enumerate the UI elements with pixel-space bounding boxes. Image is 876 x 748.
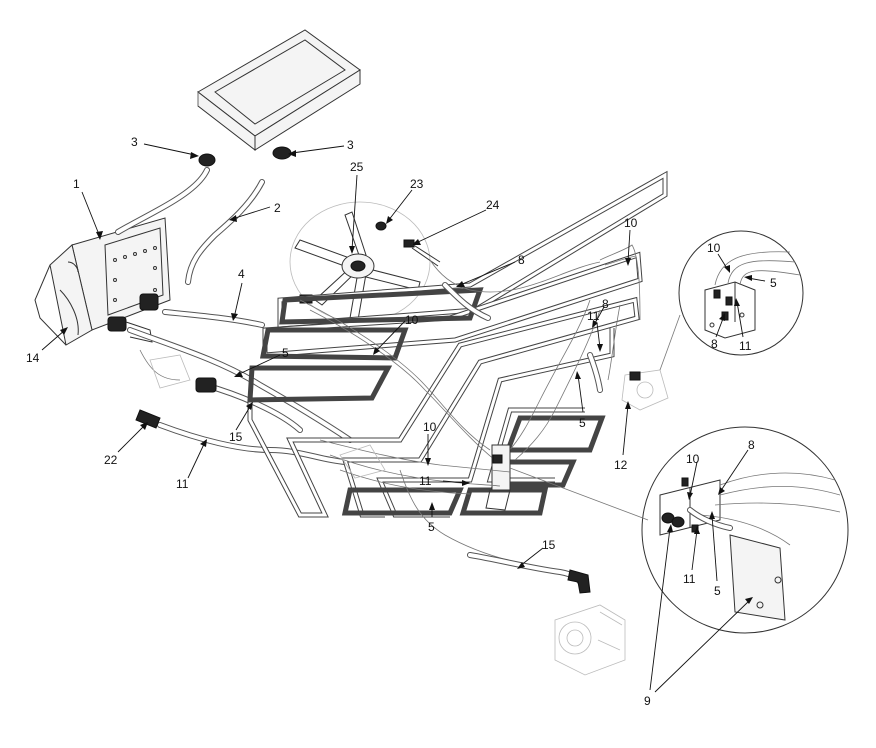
callout-11-upper-detail: 11 xyxy=(739,339,752,353)
hydraulic-tank xyxy=(34,217,171,346)
callout-12: 12 xyxy=(614,458,628,472)
callout-2: 2 xyxy=(274,201,281,215)
callout-3-right: 3 xyxy=(347,138,354,152)
callout-11-lower-detail: 11 xyxy=(683,572,696,586)
callout-5-lower-detail: 5 xyxy=(714,584,721,598)
callout-10-upper: 10 xyxy=(405,313,419,327)
callout-11-right-mid: 11 xyxy=(587,309,600,323)
detail-view-valve-block-upper xyxy=(659,230,804,371)
drive-motor xyxy=(621,369,669,411)
callout-labels: 1 2 3 3 4 5 5 5 5 5 5 8 8 8 8 9 10 10 10… xyxy=(26,135,777,708)
hose-assemblies-center xyxy=(149,244,669,676)
hydraulic-pump xyxy=(554,604,626,676)
detail-view-valve-block-lower xyxy=(509,426,849,634)
oil-cooler xyxy=(197,29,361,152)
cooler-hoses xyxy=(115,146,292,285)
leader-lines xyxy=(41,143,766,693)
hose-routing-outline xyxy=(247,170,668,518)
callout-1: 1 xyxy=(73,177,80,191)
callout-5-upper-detail: 5 xyxy=(770,276,777,290)
callout-24: 24 xyxy=(486,198,500,212)
callout-5-right-mid: 5 xyxy=(579,416,586,430)
callout-3-left: 3 xyxy=(131,135,138,149)
callout-10-upper-detail: 10 xyxy=(707,241,721,255)
callout-11-bottom-left: 11 xyxy=(176,477,189,491)
callout-23: 23 xyxy=(410,177,424,191)
callout-4: 4 xyxy=(238,267,245,281)
callout-15-left: 15 xyxy=(229,430,243,444)
callout-8-lower-detail: 8 xyxy=(748,438,755,452)
callout-14: 14 xyxy=(26,351,40,365)
callout-5-center: 5 xyxy=(428,520,435,534)
callout-9: 9 xyxy=(644,694,651,708)
callout-10-right-upper: 10 xyxy=(624,216,638,230)
callout-10-lower-detail: 10 xyxy=(686,452,700,466)
callout-25: 25 xyxy=(350,160,364,174)
cooling-fan xyxy=(289,201,441,330)
callout-8-center: 8 xyxy=(518,253,525,267)
callout-10-center-lower: 10 xyxy=(423,420,437,434)
callout-8-right-mid: 8 xyxy=(602,297,609,311)
callout-8-upper-detail: 8 xyxy=(711,337,718,351)
callout-22: 22 xyxy=(104,453,118,467)
callout-15-right: 15 xyxy=(542,538,556,552)
hose-assemblies-left xyxy=(127,309,353,465)
tank-bolts xyxy=(113,246,157,302)
callout-5-left: 5 xyxy=(282,346,289,360)
control-valve xyxy=(485,444,511,511)
callout-11-center-lower: 11 xyxy=(419,474,432,488)
